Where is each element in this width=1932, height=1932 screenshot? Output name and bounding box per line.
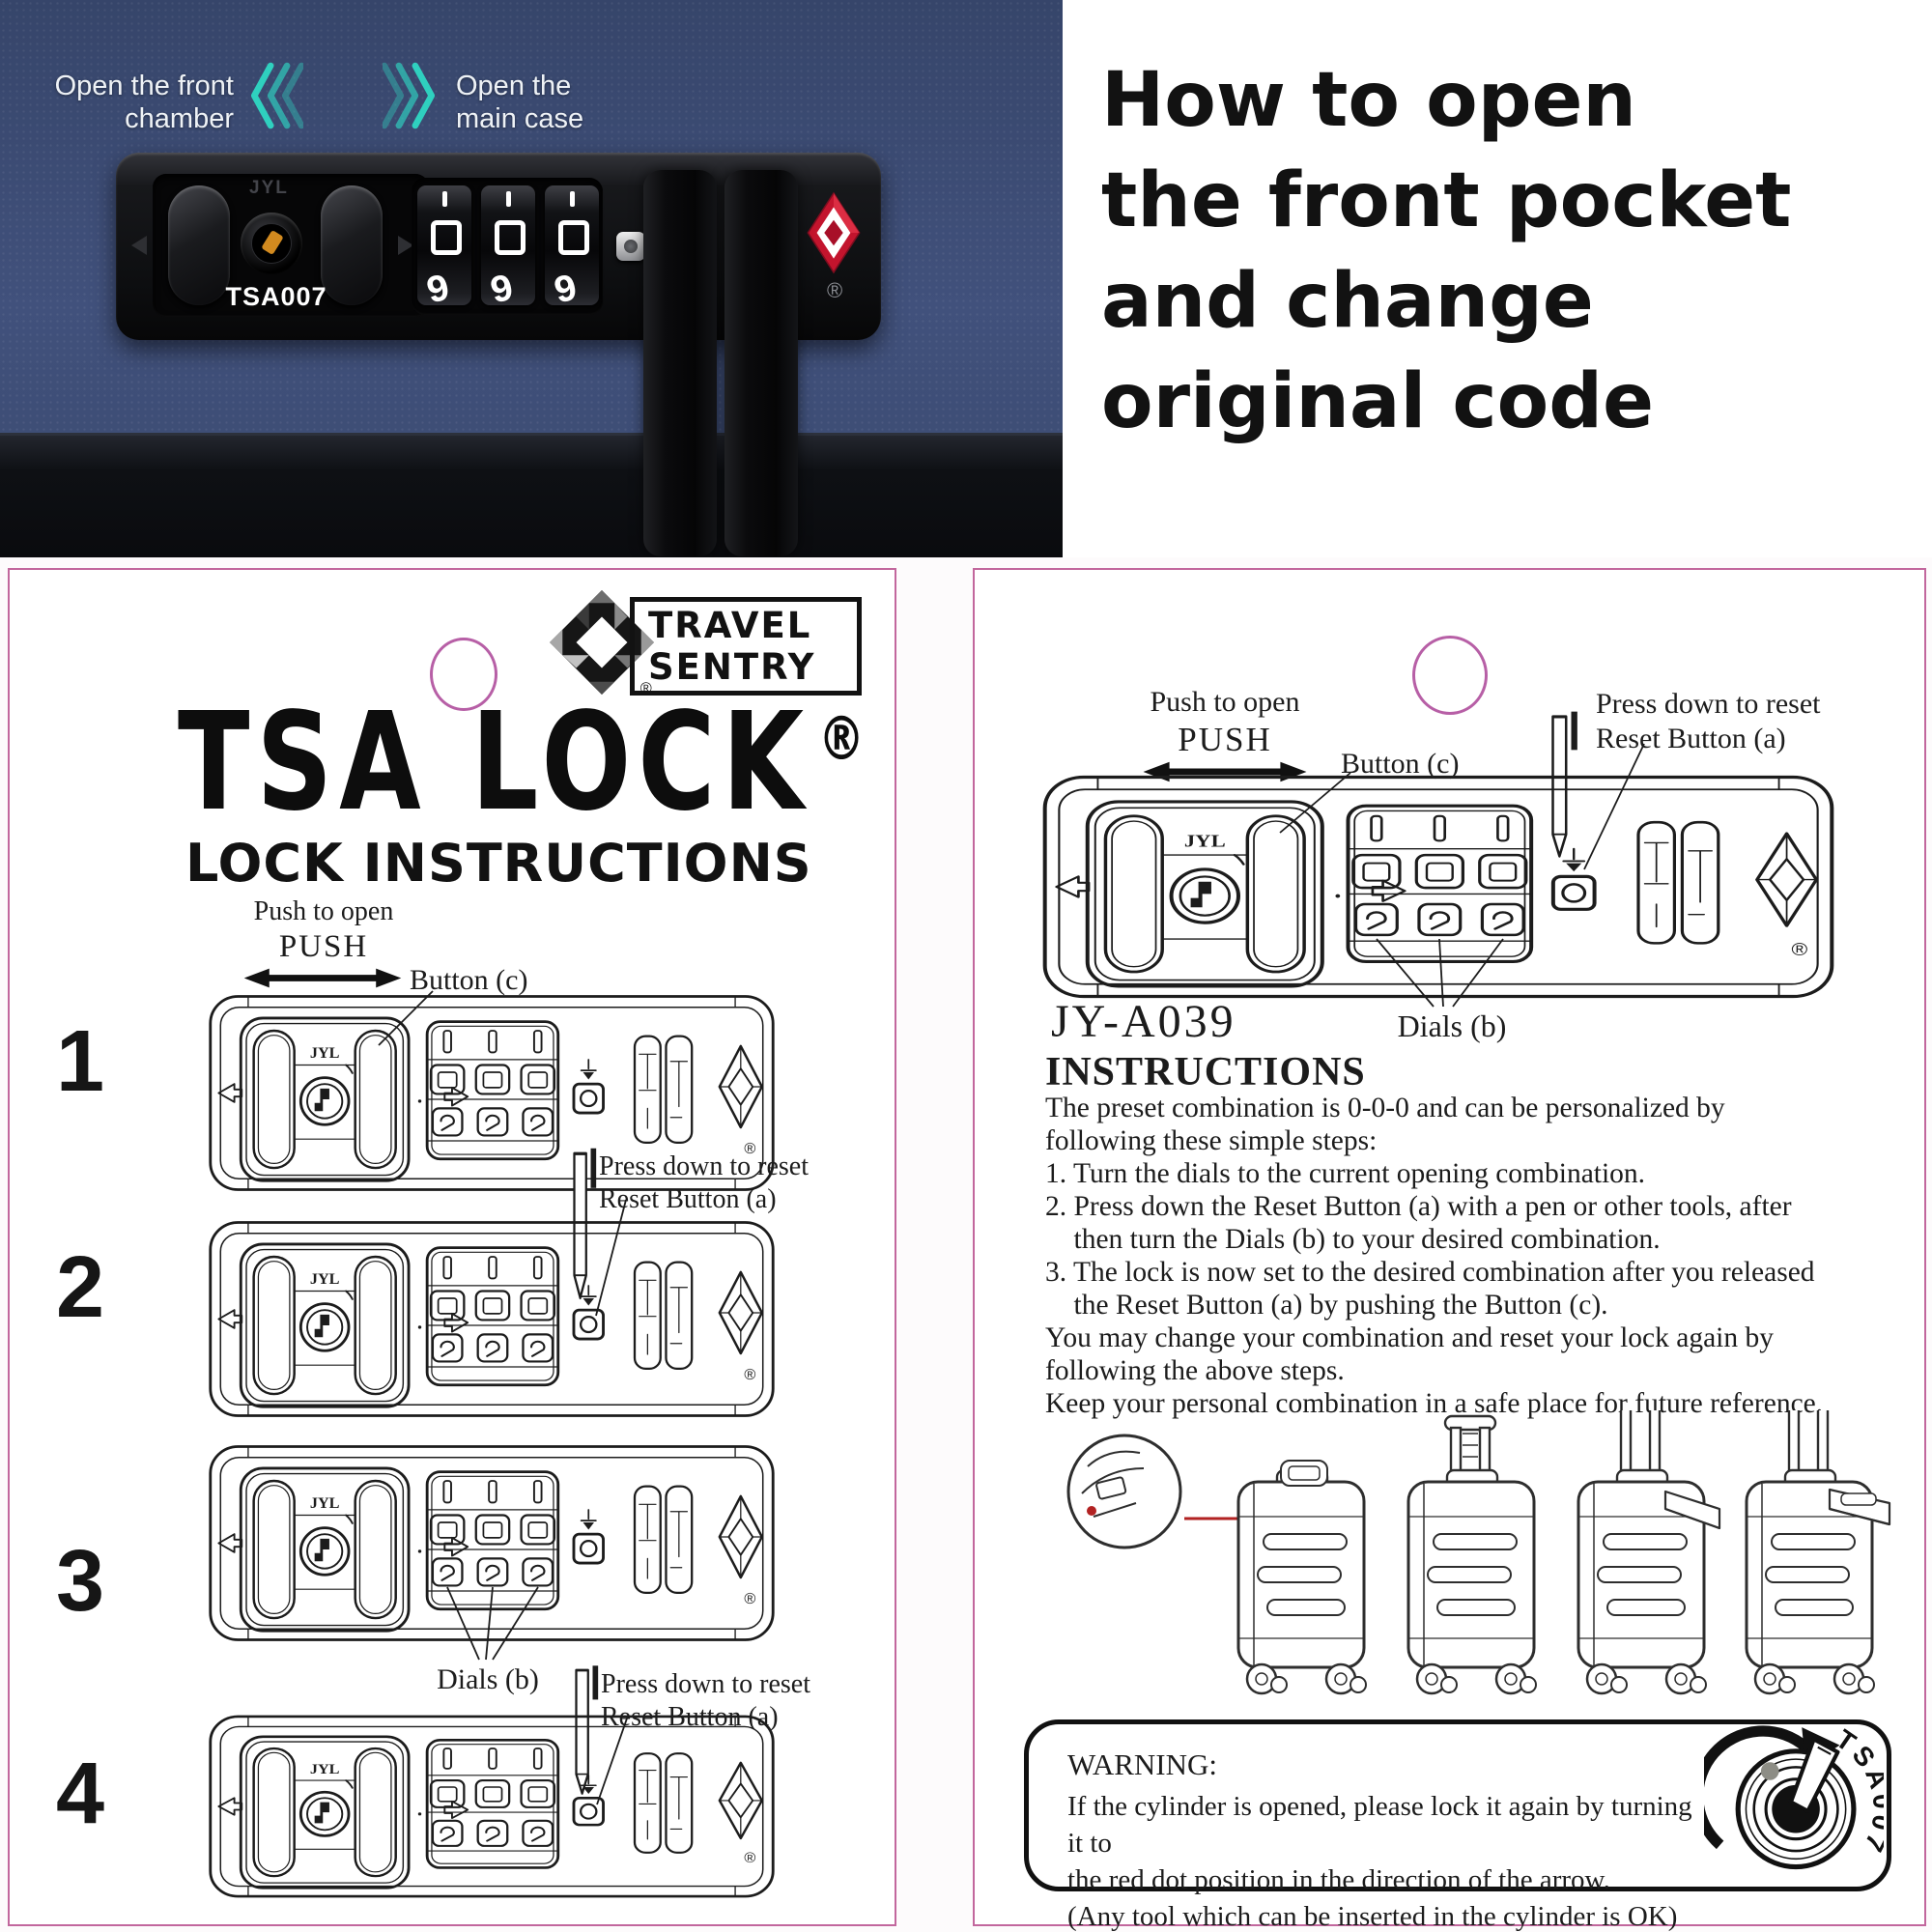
step-number-3: 3	[56, 1533, 105, 1630]
luggage-groove	[0, 433, 1063, 557]
dials-label: Dials (b)	[437, 1663, 539, 1695]
suitcase-icon	[1236, 1460, 1368, 1695]
headline-line: original code	[1101, 358, 1654, 445]
dial-digit	[558, 220, 589, 255]
instruction-line: then turn the Dials (b) to your desired …	[1045, 1224, 1661, 1255]
inset-detail-icon	[1066, 1434, 1182, 1549]
headline-line: and change	[1101, 258, 1594, 345]
model-label: JY-A039	[1051, 996, 1236, 1047]
lock-diagram-step4	[206, 1710, 778, 1903]
instruction-line: 1. Turn the dials to the current opening…	[1045, 1158, 1646, 1189]
suitcase-icon	[1577, 1410, 1721, 1695]
headline-line: the front pocket	[1101, 157, 1792, 244]
headline-section: How to open the front pocket and change …	[1063, 0, 1932, 557]
hang-hole	[1412, 636, 1488, 715]
brand-line: TRAVEL	[648, 605, 812, 646]
lock-diagram-large	[1038, 769, 1838, 1005]
reset-button-label: Reset Button (a)	[599, 1184, 777, 1214]
warning-text: If the cylinder is opened, please lock i…	[1067, 1788, 1705, 1932]
zipper-pull-left[interactable]	[643, 170, 717, 556]
warning-box: WARNING: If the cylinder is opened, plea…	[1024, 1719, 1891, 1932]
zipper-pull-right[interactable]	[724, 170, 798, 556]
registered-mark: ®	[817, 703, 866, 774]
reset-button-photo[interactable]	[616, 232, 645, 261]
tsa-lock-title: TSA LOCK®	[178, 684, 866, 841]
instruction-line: the Reset Button (a) by pushing the Butt…	[1045, 1290, 1608, 1321]
step-number-4: 4	[56, 1746, 105, 1842]
push-label: PUSH	[278, 929, 369, 964]
tsa-red-diamond-icon	[807, 191, 861, 274]
main-case-button[interactable]	[321, 185, 383, 305]
button-c-label: Button (c)	[1341, 748, 1460, 780]
arrow-right-icon	[398, 236, 413, 255]
luggage-illustration	[1066, 1410, 1891, 1695]
dial-digit	[431, 220, 462, 255]
instruction-line: 3. The lock is now set to the desired co…	[1045, 1257, 1815, 1288]
brand-line: SENTRY	[648, 646, 816, 688]
brand-box: TRAVEL SENTRY	[630, 597, 862, 696]
instruction-line: 2. Press down the Reset Button (a) with …	[1045, 1191, 1792, 1222]
combination-dial-3[interactable]: 9	[545, 185, 599, 305]
instruction-line: following these simple steps:	[1045, 1125, 1378, 1156]
lock-diagram-step3	[206, 1439, 778, 1647]
chevrons-left-icon	[243, 60, 303, 131]
push-to-open-label: Push to open	[253, 896, 394, 926]
warning-line: If the cylinder is opened, please lock i…	[1067, 1791, 1699, 1859]
instruction-line: following the above steps.	[1045, 1355, 1345, 1386]
lock-diagram-step2	[206, 1215, 778, 1423]
dial-digit	[495, 220, 526, 255]
right-panel	[973, 568, 1926, 1926]
step-number-1: 1	[56, 1013, 105, 1110]
dials-label: Dials (b)	[1397, 1009, 1507, 1043]
chevrons-right-icon	[383, 60, 442, 131]
push-arrow-icon	[242, 966, 404, 990]
step-number-2: 2	[56, 1239, 105, 1336]
keyhole-brand: JYL	[249, 178, 289, 198]
combination-dial-1[interactable]: 9	[417, 185, 471, 305]
push-to-open-label: Push to open	[1150, 686, 1300, 718]
suitcase-icon	[1745, 1410, 1891, 1695]
registered-mark: ®	[827, 278, 843, 302]
warning-line: the red dot position in the direction of…	[1067, 1864, 1610, 1895]
instruction-line: You may change your combination and rese…	[1045, 1322, 1774, 1353]
instructions-text: The preset combination is 0-0-0 and can …	[1045, 1092, 1905, 1420]
combination-dial-2[interactable]: 9	[481, 185, 535, 305]
press-down-label: Press down to reset	[599, 1151, 809, 1181]
cylinder-icon: TSA007	[1704, 1725, 1884, 1870]
lock-instructions-subtitle: LOCK INSTRUCTIONS	[185, 833, 812, 894]
hang-hole	[430, 638, 497, 711]
warning-line: (Any tool which can be inserted in the c…	[1067, 1901, 1678, 1932]
headline: How to open the front pocket and change …	[1063, 0, 1932, 452]
press-down-label: Press down to reset	[1596, 688, 1821, 720]
instruction-line: Keep your personal combination in a safe…	[1045, 1388, 1824, 1419]
travel-sentry-logo-icon: ®	[547, 587, 657, 697]
reset-button-label: Reset Button (a)	[1596, 723, 1786, 754]
headline-line: How to open	[1101, 57, 1636, 144]
push-label: PUSH	[1178, 721, 1272, 758]
warning-title: WARNING:	[1067, 1747, 1217, 1781]
front-pocket-button[interactable]	[168, 185, 230, 305]
lock-model-label: TSA007	[225, 282, 327, 311]
instructions-title: INSTRUCTIONS	[1045, 1050, 1366, 1094]
suitcase-icon	[1406, 1414, 1538, 1695]
arrow-left-icon	[131, 236, 147, 255]
instruction-line: The preset combination is 0-0-0 and can …	[1045, 1093, 1725, 1123]
press-down-label: Press down to reset	[601, 1669, 810, 1699]
